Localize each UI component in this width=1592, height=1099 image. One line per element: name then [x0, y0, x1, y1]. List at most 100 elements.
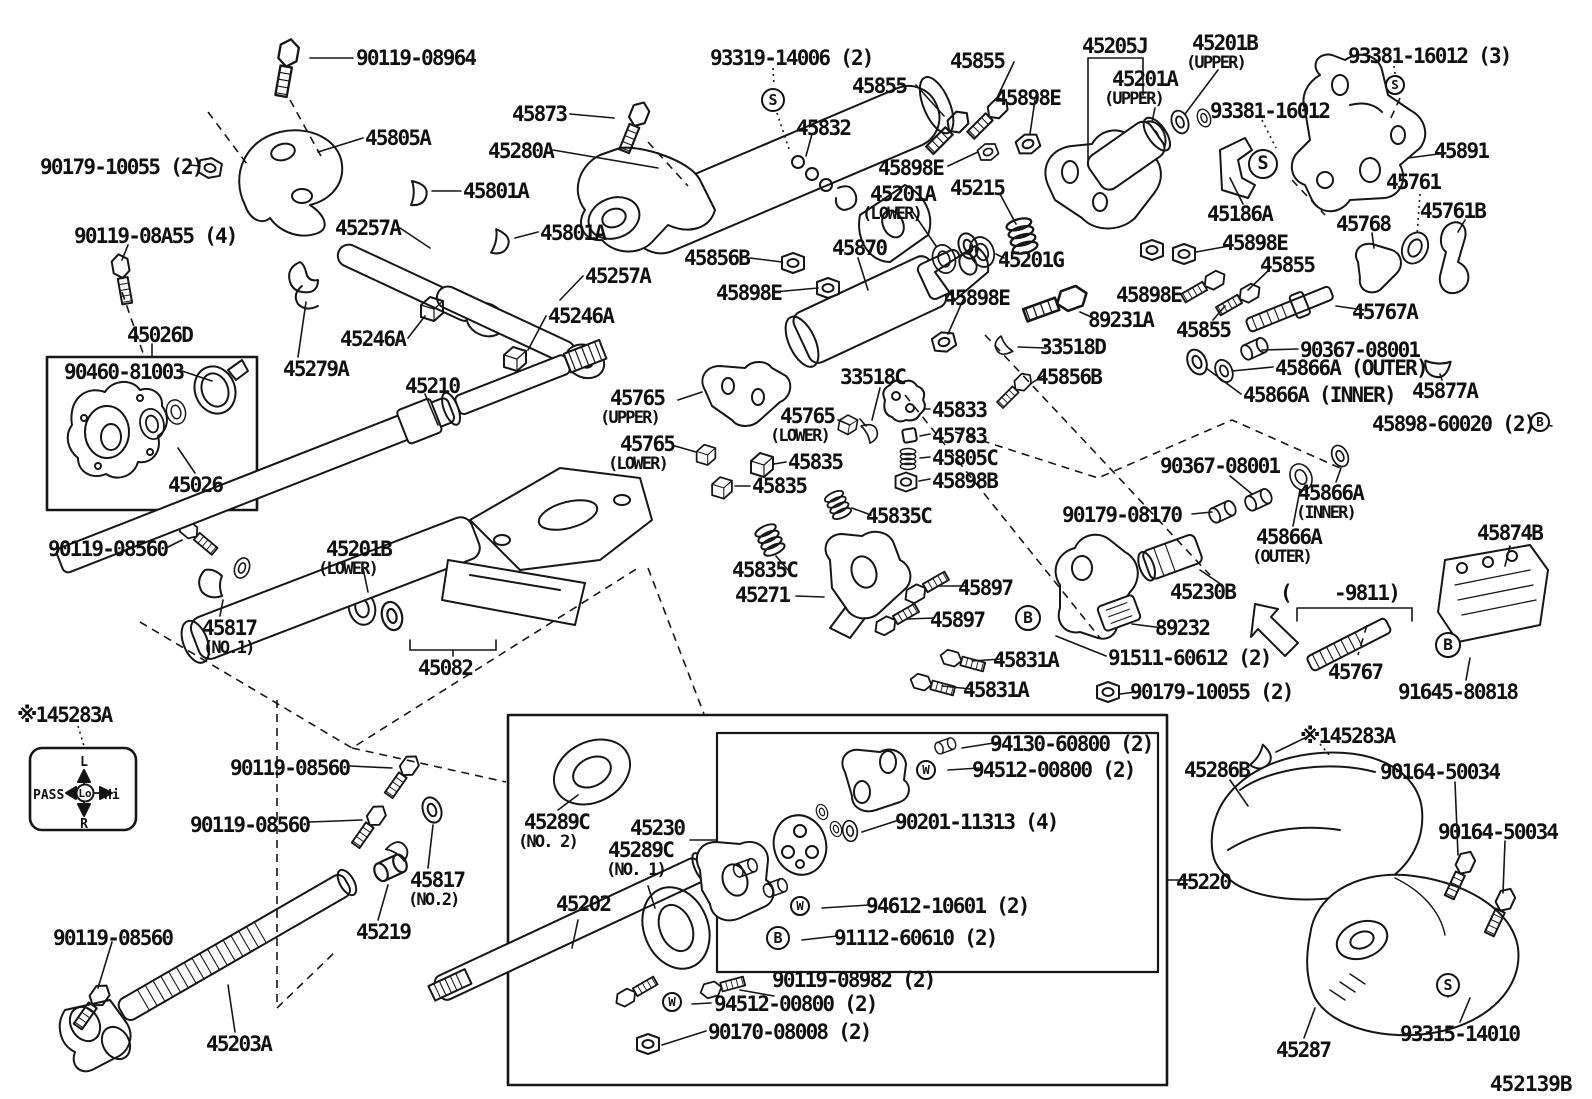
part-label: 45856B — [684, 246, 751, 270]
part-label: 90119-08560 — [230, 756, 351, 780]
part-label: 45230B — [1170, 580, 1237, 604]
legend-texts: PASS Lo Hi L R — [33, 755, 120, 832]
part-label: 90164-50034 — [1380, 760, 1501, 784]
part-label: 45835 — [788, 450, 844, 474]
part-label: 90119-08560 — [48, 537, 169, 561]
part-label: 45817 — [202, 616, 258, 640]
drawing-code: 452139B — [1490, 1072, 1573, 1096]
ref-symbol-S-icon: S — [1385, 75, 1405, 95]
part-label: 45817 — [410, 868, 466, 892]
part-label: 45898E — [878, 156, 945, 180]
part-label: 90367-08001 — [1160, 454, 1281, 478]
part-label: 45855 — [950, 49, 1006, 73]
part-label: 45891 — [1434, 139, 1490, 163]
part-label: 90179-10055 (2) — [40, 155, 204, 179]
part-label: ※145283A — [17, 703, 113, 727]
part-label: 45870 — [832, 236, 888, 260]
part-label: 45898-60020 (2) — [1372, 412, 1536, 436]
leader-lines — [97, 57, 1553, 1046]
part-label: 45898E — [1222, 231, 1289, 255]
part-label: 45866A (OUTER) — [1275, 356, 1429, 380]
part-label: 91112-60610 (2) — [834, 926, 998, 950]
part-label: 94612-10601 (2) — [866, 894, 1030, 918]
part-label: 45765 — [620, 432, 676, 456]
part-label: 45855 — [1260, 253, 1316, 277]
legend-hi: Hi — [104, 788, 120, 803]
part-label: 45286B — [1184, 758, 1251, 782]
part-label: 45897 — [930, 608, 986, 632]
part-label: 94512-00800 (2) — [972, 758, 1136, 782]
legend-pass: PASS — [33, 788, 64, 803]
ref-symbol-W-icon: W — [662, 992, 682, 1012]
part-label: (NO.2) — [408, 890, 460, 910]
part-label: 45203A — [206, 1032, 273, 1056]
part-label: 45805A — [365, 126, 432, 150]
part-label: 90179-08170 — [1062, 503, 1183, 527]
part-label: 45289C — [524, 810, 591, 834]
part-label: 94130-60800 (2) — [990, 732, 1154, 756]
part-label: (NO. 2) — [518, 832, 579, 852]
part-label: ( — [1280, 581, 1293, 605]
part-label: 90119-08982 (2) — [772, 968, 936, 992]
part-label: 45287 — [1276, 1038, 1332, 1062]
part-label: (UPPER) — [600, 408, 661, 428]
ref-symbol-W-icon: W — [790, 896, 810, 916]
part-label: 45855 — [852, 74, 908, 98]
part-label: 45246A — [340, 327, 407, 351]
part-label: 45768 — [1336, 212, 1392, 236]
part-label: 45210 — [405, 374, 461, 398]
part-label: (LOWER) — [770, 426, 831, 446]
part-label: 45805C — [932, 446, 999, 470]
part-label: 45898E — [995, 86, 1062, 110]
part-label: 33518C — [840, 365, 907, 389]
part-label: 45201B — [326, 537, 393, 561]
part-label: 45765 — [780, 404, 836, 428]
part-label: -9811) — [1334, 581, 1401, 605]
legend-lo: Lo — [78, 787, 92, 800]
ref-symbol-B-icon: B — [766, 926, 790, 950]
part-label: 45897 — [958, 576, 1014, 600]
part-label: 45835 — [752, 474, 808, 498]
ref-symbol-S-icon: S — [1248, 149, 1278, 179]
part-label: 45835C — [732, 558, 799, 582]
part-label: 45761B — [1420, 199, 1487, 223]
part-label: 45202 — [556, 892, 612, 916]
part-label: 45866A (INNER) — [1243, 383, 1397, 407]
part-label: 45220 — [1176, 870, 1232, 894]
part-label: 93315-14010 — [1400, 1022, 1521, 1046]
part-label: 45257A — [335, 216, 402, 240]
part-label: 45866A — [1298, 481, 1365, 505]
part-label: 93381-16012 — [1210, 99, 1331, 123]
ref-symbol-S-icon: S — [1436, 973, 1460, 997]
part-label: (LOWER) — [608, 454, 669, 474]
part-label: 45026D — [127, 323, 194, 347]
part-label: 93381-16012 (3) — [1348, 44, 1512, 68]
part-label: 45271 — [735, 583, 791, 607]
part-label: 45289C — [608, 838, 675, 862]
part-label: 45833 — [932, 398, 988, 422]
ref-symbol-S-icon: S — [761, 88, 785, 112]
part-label: 45257A — [585, 264, 652, 288]
part-label: 90119-08964 — [356, 46, 477, 70]
part-label: 45761 — [1386, 170, 1442, 194]
part-label: 89231A — [1088, 308, 1155, 332]
part-label: 45898E — [944, 286, 1011, 310]
part-label: ※145283A — [1300, 724, 1396, 748]
part-label: 45767A — [1352, 300, 1419, 324]
part-label: 45280A — [488, 139, 555, 163]
part-label: 91511-60612 (2) — [1108, 646, 1272, 670]
part-label: 33518D — [1040, 335, 1107, 359]
part-label: 90367-08001 — [1300, 338, 1421, 362]
part-label: 90460-81003 — [64, 360, 185, 384]
part-label: 45856B — [1036, 365, 1103, 389]
part-label: 93319-14006 (2) — [710, 46, 874, 70]
part-label: 45831A — [993, 648, 1060, 672]
ref-symbol-B-icon: B — [1530, 412, 1550, 432]
part-label: 89232 — [1155, 616, 1211, 640]
part-label: 45801A — [540, 221, 607, 245]
ref-symbol-B-icon: B — [1435, 632, 1461, 658]
legend-up: L — [80, 755, 88, 770]
part-label: 45835C — [866, 504, 933, 528]
